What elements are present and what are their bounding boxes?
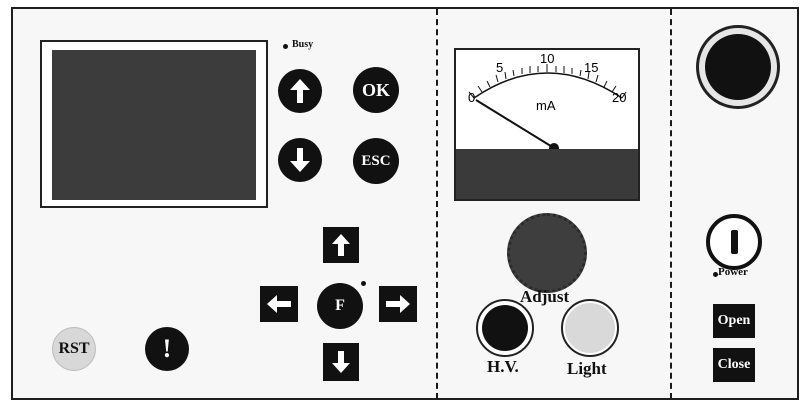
- up-button[interactable]: [278, 69, 322, 113]
- power-button[interactable]: [706, 214, 762, 270]
- ammeter: 0 5 10 15 20 mA: [454, 48, 640, 201]
- meter-base: [456, 149, 638, 199]
- adjust-label: Adjust: [520, 287, 570, 306]
- scale-label-20: 20: [612, 90, 626, 105]
- meter-needle: [475, 99, 555, 149]
- alert-button[interactable]: !: [145, 327, 189, 371]
- power-label: Power: [718, 266, 748, 278]
- open-button[interactable]: Open: [713, 304, 755, 338]
- esc-button[interactable]: ESC: [353, 138, 399, 184]
- section-divider-right: [670, 9, 672, 399]
- arrow-down-icon: [332, 351, 350, 373]
- power-indicator: [713, 272, 718, 277]
- meter-dial: 0 5 10 15 20 mA: [468, 51, 626, 150]
- rst-button[interactable]: RST: [52, 327, 96, 371]
- nav-down-button[interactable]: [323, 343, 359, 381]
- meter-pivot: [549, 143, 559, 150]
- light-lamp: [565, 303, 615, 353]
- nav-up-button[interactable]: [323, 227, 359, 263]
- section-divider-left: [436, 9, 438, 399]
- arrow-left-icon: [267, 295, 291, 313]
- lcd-display: [40, 40, 268, 208]
- hv-button[interactable]: [476, 299, 534, 357]
- nav-left-button[interactable]: [260, 286, 298, 322]
- nav-right-button[interactable]: [379, 286, 417, 322]
- adjust-knob[interactable]: [507, 213, 587, 293]
- hv-lamp: [482, 305, 528, 351]
- f-indicator: [361, 281, 366, 286]
- scale-label-5: 5: [496, 60, 503, 75]
- meter-unit: mA: [536, 98, 556, 113]
- down-button[interactable]: [278, 138, 322, 182]
- hv-label: H.V.: [487, 357, 519, 376]
- ok-button[interactable]: OK: [353, 67, 399, 113]
- emergency-stop-button[interactable]: [696, 25, 780, 109]
- arrow-up-icon: [332, 234, 350, 256]
- close-button[interactable]: Close: [713, 348, 755, 382]
- busy-indicator: [283, 44, 288, 49]
- emergency-stop-cap: [705, 34, 771, 100]
- scale-label-10: 10: [540, 51, 554, 66]
- busy-label: Busy: [292, 39, 314, 50]
- f-button[interactable]: F: [317, 283, 363, 329]
- arrow-right-icon: [386, 295, 410, 313]
- scale-label-0: 0: [468, 90, 475, 105]
- scale-label-15: 15: [584, 60, 598, 75]
- light-label: Light: [567, 359, 607, 378]
- arrow-down-icon: [290, 148, 310, 172]
- arrow-up-icon: [290, 79, 310, 103]
- lcd-screen: [52, 50, 256, 200]
- light-button[interactable]: [561, 299, 619, 357]
- power-icon: [730, 230, 738, 254]
